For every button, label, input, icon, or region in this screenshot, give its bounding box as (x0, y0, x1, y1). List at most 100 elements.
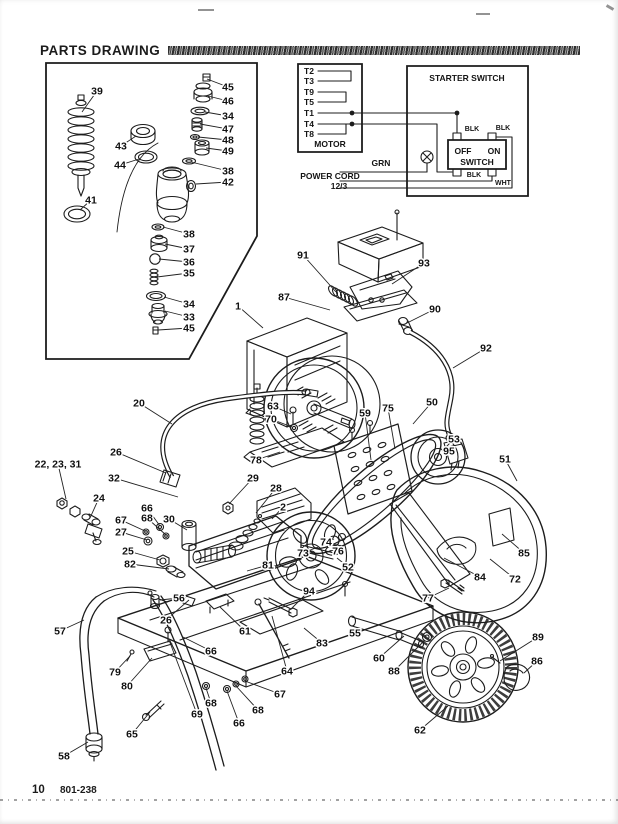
callout-leader-67 (121, 520, 145, 531)
callout-33: 33 (183, 312, 195, 324)
terminal-label: T8 (304, 129, 314, 139)
callout-65: 65 (126, 729, 138, 741)
callout-42: 42 (222, 177, 234, 189)
callout-leader-61 (220, 607, 245, 631)
callout-leader-68 (147, 518, 166, 535)
callout-leader-91 (303, 255, 336, 292)
callout-69: 69 (191, 709, 203, 721)
callout-leader-82 (130, 564, 169, 569)
callout-45: 45 (222, 82, 234, 94)
wire-label-blk: BLK (496, 125, 510, 132)
inset-box-drawing (46, 63, 257, 359)
callout-46: 46 (222, 96, 234, 108)
callout-leader-37 (165, 244, 189, 249)
callout-87: 87 (278, 292, 290, 304)
callout-1: 1 (235, 301, 241, 313)
callout-leader-85 (502, 534, 524, 553)
callout-26: 26 (160, 615, 172, 627)
callout-leader-34 (164, 297, 189, 304)
callout-leader-76 (338, 545, 341, 551)
page-header: PARTS DRAWING (40, 42, 580, 58)
callout-leader-29 (229, 478, 253, 504)
callout-81: 81 (262, 560, 274, 572)
callout-leader-33 (165, 311, 189, 317)
callout-leader-32 (114, 478, 178, 497)
callout-52: 52 (342, 562, 354, 574)
callout-30: 30 (163, 514, 175, 526)
switch-off-label: OFF (455, 146, 472, 156)
callout-leader-45 (158, 328, 189, 330)
page-number: 10 (32, 784, 45, 796)
wire-label-blk: BLK (465, 126, 479, 133)
callout-48: 48 (222, 135, 234, 147)
callout-77: 77 (422, 593, 434, 605)
callout-leader-49 (206, 148, 228, 151)
terminal-label: T1 (304, 108, 314, 118)
callout-29: 29 (247, 473, 259, 485)
terminal-label: T9 (304, 87, 314, 97)
callout-leader-62 (420, 706, 448, 730)
callout-25: 25 (122, 546, 134, 558)
belt-guard-drawing (390, 467, 546, 623)
power-cord-gauge: 12/3 (331, 181, 348, 191)
callout-50: 50 (426, 397, 438, 409)
callout-leader-65 (132, 712, 150, 734)
callout-37: 37 (183, 244, 195, 256)
callout-leader-80 (127, 658, 152, 686)
callout-leader-90 (407, 309, 435, 323)
callout-leader-64 (272, 616, 287, 671)
callout-51: 51 (499, 454, 511, 466)
inset-leader-curve (117, 143, 158, 232)
motor-drawing (244, 356, 380, 467)
callout-leader-66 (183, 637, 211, 651)
callout-53: 53 (448, 434, 460, 446)
callout-leader-77 (428, 588, 449, 598)
callout-74: 74 (320, 537, 332, 549)
callout-76: 76 (332, 546, 344, 558)
o-ring-41 (64, 206, 90, 222)
starter-switch-box (407, 66, 528, 196)
valve-small-parts-column (183, 74, 213, 164)
callout-leader-68 (206, 688, 211, 703)
belt-pulley-drawing (267, 419, 465, 600)
callout-89: 89 (532, 632, 544, 644)
callout-leader-45 (207, 79, 228, 87)
callout-49: 49 (222, 146, 234, 158)
callout-85: 85 (518, 548, 530, 560)
callout-84: 84 (474, 572, 486, 584)
document-number: 801-238 (60, 785, 97, 796)
callout-leader-74 (326, 539, 334, 542)
callout-leader-69 (169, 640, 197, 714)
callout-leader-30 (169, 519, 187, 530)
callout-leader-36 (159, 259, 189, 262)
callout-leader-70 (271, 419, 292, 427)
callout-leader-51 (505, 459, 517, 481)
callout-92: 92 (480, 343, 492, 355)
footer-scan-line (0, 799, 618, 801)
callout-leader-52 (337, 558, 348, 567)
callout-35: 35 (183, 268, 195, 280)
callout-34: 34 (183, 299, 195, 311)
terminal-label: T2 (304, 66, 314, 76)
callout-leader-39 (82, 91, 97, 112)
callout-leader-43 (121, 136, 136, 146)
callout-leader-46 (208, 96, 228, 101)
callout-47: 47 (222, 124, 234, 136)
callout-leader-83 (304, 628, 322, 643)
piston-ring-43-44 (131, 125, 157, 164)
callout-61: 61 (239, 626, 251, 638)
callout-leader-72 (490, 559, 515, 579)
switch-box (448, 140, 506, 169)
callout-leader-66 (147, 508, 160, 526)
callout-leader-38 (191, 162, 228, 171)
callout-leader-95 (449, 451, 456, 452)
page-title: PARTS DRAWING (40, 42, 161, 58)
callout-79: 79 (109, 667, 121, 679)
callout-90: 90 (429, 304, 441, 316)
callout-39: 39 (91, 86, 103, 98)
switch-on-label: ON (488, 146, 501, 156)
pump-drawing (143, 488, 311, 589)
callout-leader-58 (64, 742, 88, 756)
callout-leader-26 (166, 600, 189, 620)
